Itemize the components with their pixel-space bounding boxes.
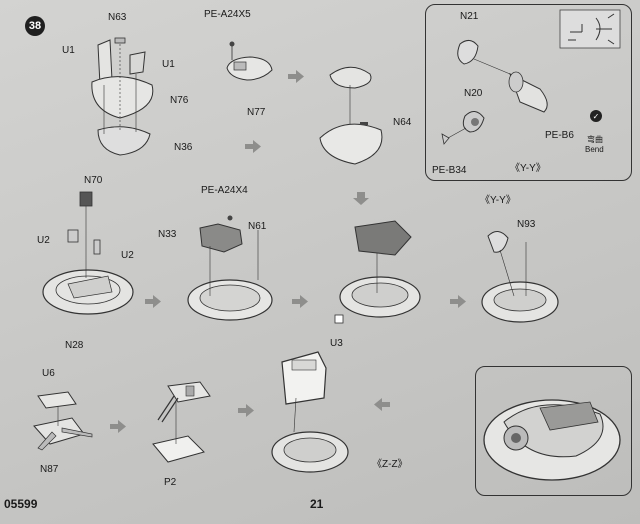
part-label-u1-right: U1 [162,59,175,70]
view-label-yy-main: 《Y-Y》 [510,163,546,174]
turret-assembly-diagram [334,220,421,324]
part-label-u2-right: U2 [121,250,134,261]
arrow-right-icon [110,420,126,433]
part-label-n36: N36 [174,142,193,153]
part-label-p2: P2 [164,477,177,488]
finished-turret-diagram [483,399,621,481]
cupola-n77-diagram [226,41,273,81]
arrow-right-icon [238,404,254,417]
part-label-n63: N63 [108,12,127,23]
shield-assembly-diagram [91,37,154,156]
part-label-pe-b34: PE-B34 [432,165,467,176]
arrow-right-icon [292,295,308,308]
page-number: 21 [310,497,324,511]
part-label-n20: N20 [464,88,483,99]
turret-top-assembly-diagram [319,66,383,165]
gun-mount-assembly-diagram [187,215,273,321]
part-label-n77: N77 [247,107,266,118]
part-label-pe-a24x5: PE-A24X5 [204,9,251,20]
part-label-u3: U3 [330,338,343,349]
part-label-u1-left: U1 [62,45,75,56]
turret-yy-assembly-diagram [481,231,559,323]
part-label-n64: N64 [393,117,412,128]
part-label-n61: N61 [248,221,267,232]
bend-label-cn: 弯曲 [587,135,603,144]
bend-icon: ✓ [590,110,602,122]
part-label-n70: N70 [84,175,103,186]
part-label-n93: N93 [517,219,536,230]
view-label-zz: 《Z-Z》 [372,459,408,470]
arrow-right-icon [245,140,261,153]
part-label-n76: N76 [170,95,189,106]
part-label-n21: N21 [460,11,479,22]
part-label-n87: N87 [40,464,59,475]
part-label-u2-left: U2 [37,235,50,246]
part-label-n33: N33 [158,229,177,240]
part-label-n28: N28 [65,340,84,351]
arrow-right-icon [145,295,161,308]
arrow-left-icon [374,398,390,411]
arrow-down-icon [353,192,369,205]
step-number-badge: 38 [25,16,45,36]
part-label-pe-a24x4: PE-A24X4 [201,185,248,196]
kit-number: 05599 [4,497,38,511]
arrow-right-icon [288,70,304,83]
part-label-pe-b6: PE-B6 [545,130,574,141]
detail-box-yy [425,4,632,181]
bend-label-en: Bend [585,145,604,154]
turret-ring-n28-diagram [42,191,134,315]
yy-detail-diagram [441,40,548,145]
detail-box-finished-turret [475,366,632,496]
turret-zz-assembly-diagram [271,351,349,473]
u6-n87-assembly-diagram [33,391,93,451]
bend-diagram-icon [559,9,621,49]
view-label-yy-detail: 《Y-Y》 [480,195,516,206]
p2-assembly-diagram [152,381,211,463]
part-label-u6: U6 [42,368,55,379]
arrow-right-icon [450,295,466,308]
